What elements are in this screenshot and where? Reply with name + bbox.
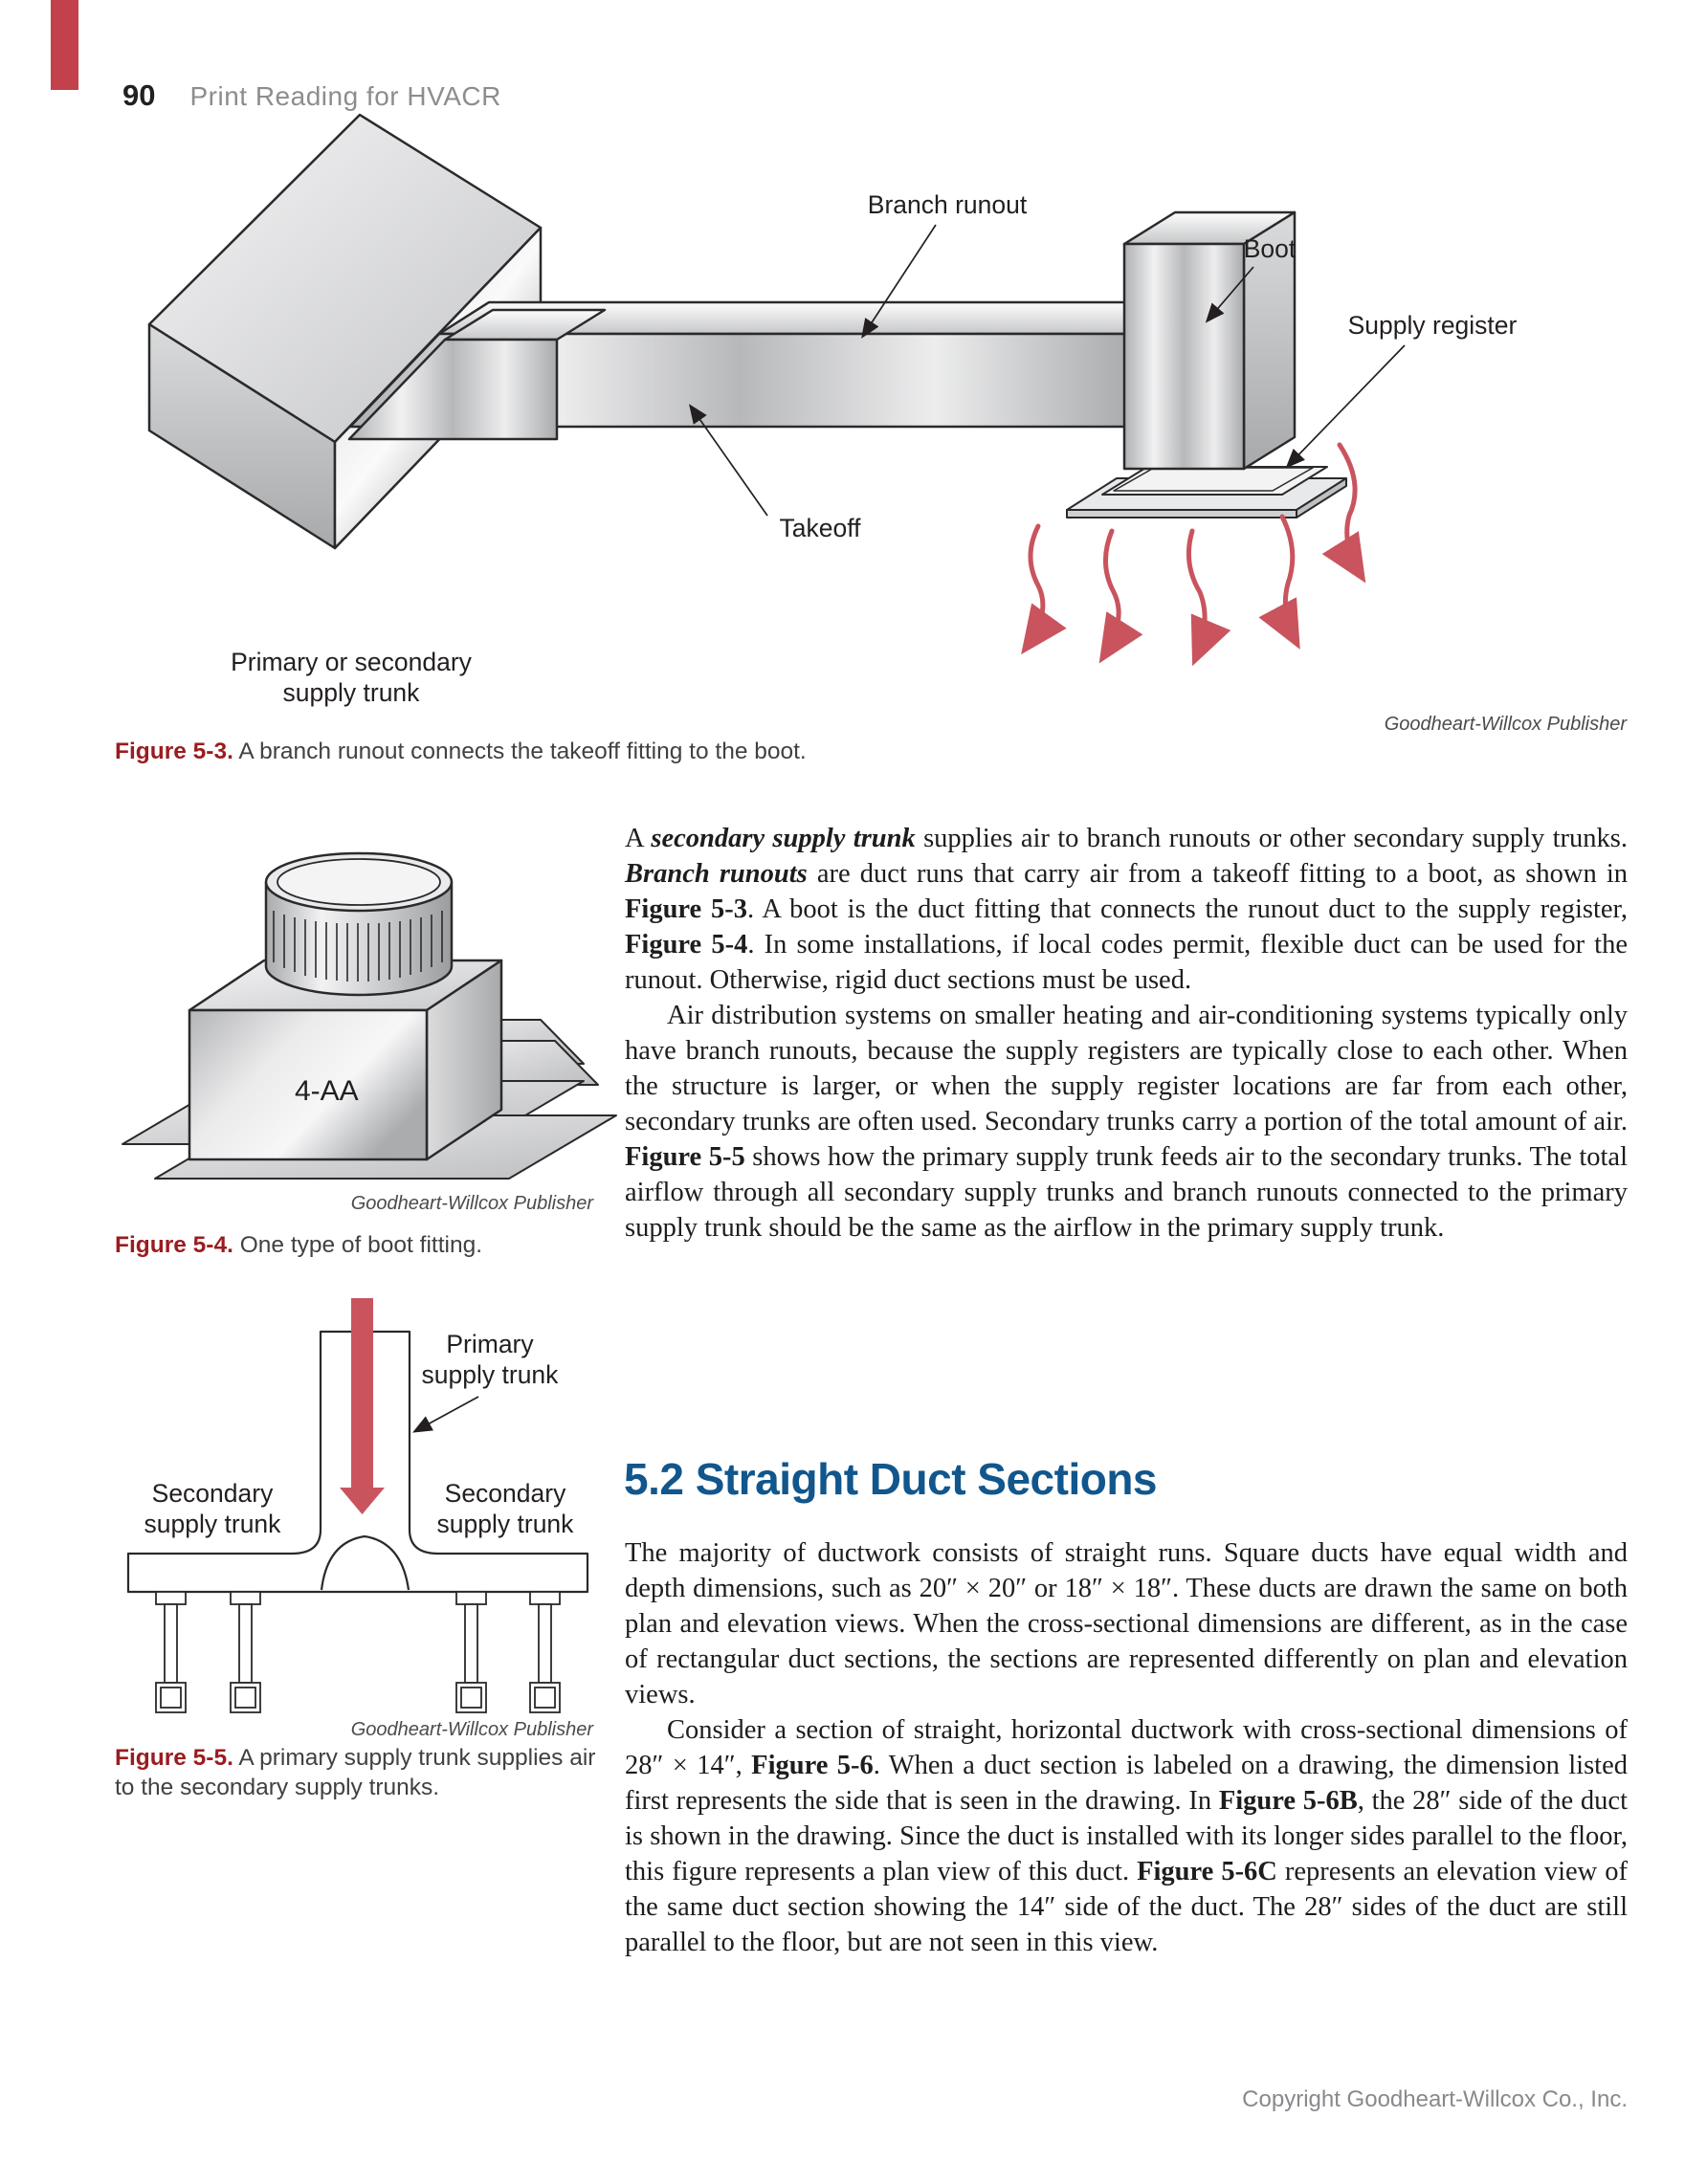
round-collar [264, 851, 454, 997]
figure-5-3-credit: Goodheart-Willcox Publisher [1385, 714, 1629, 735]
figure-5-4-caption-text: One type of boot fitting. [233, 1232, 483, 1258]
label-branch-runout: Branch runout [868, 190, 1028, 219]
airflow-arrow [340, 1298, 385, 1514]
label-supply-register: Supply register [1348, 311, 1518, 340]
figure-5-3-diagram: Branch runout Boot Supply register Takeo… [147, 113, 1629, 735]
leader-lines [689, 224, 1406, 517]
body-text-block-2: The majority of ductwork consists of str… [625, 1535, 1628, 1960]
figure-5-4-caption-label: Figure 5-4. [115, 1232, 233, 1258]
figure-5-3-caption-text: A branch runout connects the takeoff fit… [233, 739, 807, 764]
copyright-footer: Copyright Goodheart-Willcox Co., Inc. [1242, 2086, 1628, 2112]
label-primary-line2: supply trunk [422, 1360, 560, 1389]
branch-runout [155, 1591, 187, 1713]
boot-box [188, 959, 503, 1161]
branch-runout [529, 1591, 561, 1713]
figure-5-3-caption-label: Figure 5-3. [115, 739, 233, 764]
label-secondary-left-line1: Secondary [152, 1479, 274, 1508]
branch-runout [230, 1591, 261, 1713]
paragraph: Consider a section of straight, horizont… [625, 1715, 1629, 1957]
page-header: 90 Print Reading for HVACR [122, 78, 501, 113]
boot-part-label: 4-AA [295, 1075, 359, 1107]
label-boot: Boot [1244, 234, 1297, 263]
primary-leader-line [412, 1396, 479, 1433]
branch-runouts [155, 1591, 561, 1713]
figure-5-5-credit: Goodheart-Willcox Publisher [351, 1719, 595, 1740]
figure-5-5-caption: Figure 5-5. A primary supply trunk suppl… [115, 1743, 605, 1802]
figure-5-3-caption: Figure 5-3. A branch runout connects the… [115, 737, 1627, 766]
figure-5-5-caption-text: A primary supply trunk supplies air to t… [115, 1745, 596, 1800]
airflow-arrows [1021, 442, 1366, 667]
boot-fitting [1122, 210, 1297, 471]
label-secondary-left-line2: supply trunk [144, 1510, 282, 1538]
paragraph: The majority of ductwork consists of str… [625, 1538, 1628, 1710]
label-takeoff: Takeoff [780, 514, 862, 542]
page-number: 90 [122, 78, 156, 112]
figure-5-5-diagram: Primary supply trunk Secondary supply tr… [126, 1298, 595, 1740]
supply-register [1066, 466, 1347, 518]
paragraph: Air distribution systems on smaller heat… [625, 1001, 1628, 1243]
body-text-block-1: A secondary supply trunk supplies air to… [625, 821, 1628, 1246]
label-secondary-right-line1: Secondary [445, 1479, 566, 1508]
running-title: Print Reading for HVACR [189, 81, 501, 111]
section-heading: 5.2 Straight Duct Sections [624, 1454, 1158, 1504]
chapter-edge-tab [51, 0, 78, 90]
label-primary-line1: Primary [446, 1330, 534, 1358]
figure-5-4-credit: Goodheart-Willcox Publisher [351, 1193, 595, 1214]
label-trunk-line1: Primary or secondary [231, 648, 473, 676]
figure-5-4-caption: Figure 5-4. One type of boot fitting. [115, 1230, 632, 1260]
label-trunk-line2: supply trunk [283, 678, 421, 707]
collar-ribs [273, 911, 443, 982]
label-secondary-right-line2: supply trunk [437, 1510, 575, 1538]
takeoff-fitting [347, 308, 607, 441]
paragraph: A secondary supply trunk supplies air to… [625, 824, 1629, 995]
figure-5-4-diagram: 4-AA Goodheart-Willcox Publisher [122, 851, 617, 1214]
figure-5-5-caption-label: Figure 5-5. [115, 1745, 233, 1771]
branch-runout [455, 1591, 487, 1713]
